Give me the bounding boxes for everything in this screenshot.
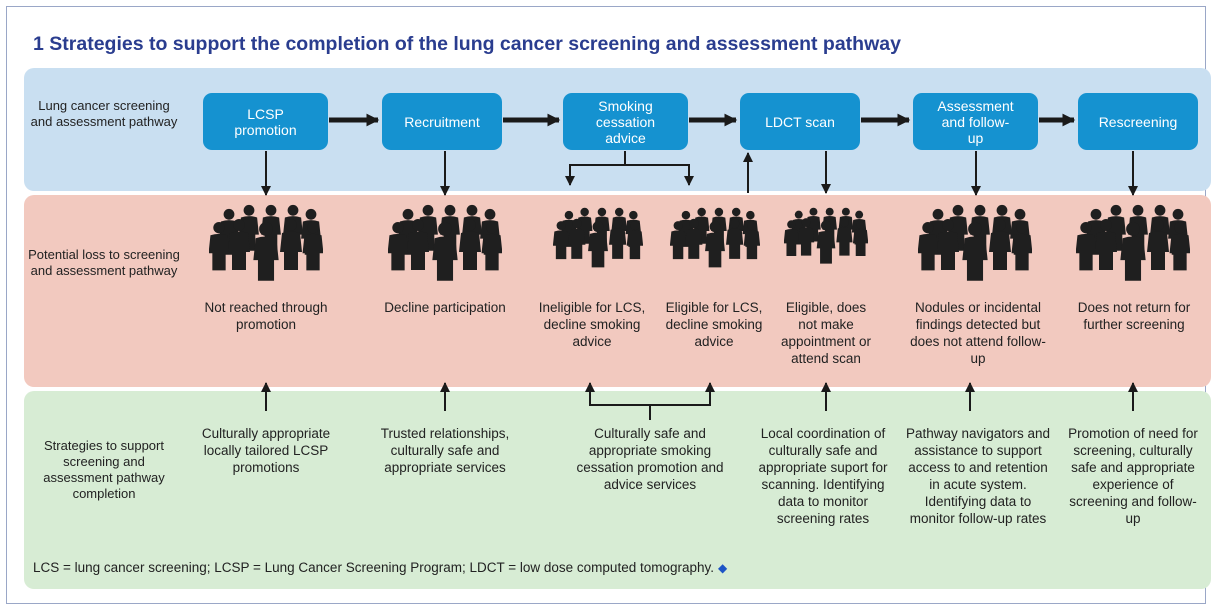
strategy-local-coordination: Local coordination of culturally safe an… <box>758 426 888 526</box>
strategy-lcsp-promotions: Culturally appropriate locally tailored … <box>201 426 331 475</box>
step-label: Recruitment <box>404 113 480 130</box>
step-lcsp-promotion: LCSP promotion <box>203 93 328 150</box>
arrow-loss-4 <box>625 164 694 186</box>
arrow-loss-3 <box>565 151 626 186</box>
strategy-pathway-navigators: Pathway navigators and assistance to sup… <box>905 426 1051 526</box>
loss-not-reached: Not reached through promotion <box>204 300 328 332</box>
loss-no-follow-up: Nodules or incidental findings detected … <box>910 300 1046 366</box>
step-label: Smoking cessation advice <box>595 97 656 146</box>
loss-decline-participation: Decline participation <box>384 300 506 315</box>
step-label: LDCT scan <box>765 113 835 130</box>
strategy-promotion-rescreening: Promotion of need for screening, cultura… <box>1068 426 1198 526</box>
loss-ineligible-decline-advice: Ineligible for LCS, decline smoking advi… <box>538 300 646 349</box>
strategy-smoking-cessation: Culturally safe and appropriate smoking … <box>576 426 724 492</box>
row-label-loss: Potential loss to screening and assessme… <box>28 247 180 278</box>
loss-no-appointment: Eligible, does not make appointment or a… <box>780 300 872 366</box>
footnote: LCS = lung cancer screening; LCSP = Lung… <box>33 560 727 575</box>
arrow-strategy-3a <box>585 382 651 420</box>
arrow-strategy-3b <box>650 382 715 406</box>
diamond-icon: ◆ <box>718 561 728 575</box>
footnote-text: LCS = lung cancer screening; LCSP = Lung… <box>33 560 714 575</box>
row-label-pathway: Lung cancer screening and assessment pat… <box>30 98 178 129</box>
step-recruitment: Recruitment <box>382 93 502 150</box>
step-assessment-follow-up: Assessment and follow-up <box>913 93 1038 150</box>
step-rescreening: Rescreening <box>1078 93 1198 150</box>
row-label-strategies: Strategies to support screening and asse… <box>43 438 165 501</box>
step-ldct-scan: LDCT scan <box>740 93 860 150</box>
figure-title: 1 Strategies to support the completion o… <box>33 33 901 55</box>
strategy-trusted-relationships: Trusted relationships, culturally safe a… <box>380 426 510 475</box>
step-label: LCSP promotion <box>234 105 297 138</box>
step-label: Assessment and follow-up <box>937 97 1014 146</box>
step-smoking-cessation-advice: Smoking cessation advice <box>563 93 688 150</box>
loss-no-return: Does not return for further screening <box>1077 300 1191 332</box>
step-label: Rescreening <box>1098 113 1178 130</box>
loss-eligible-decline-advice: Eligible for LCS, decline smoking advice <box>665 300 763 349</box>
strategy-band <box>24 391 1211 589</box>
